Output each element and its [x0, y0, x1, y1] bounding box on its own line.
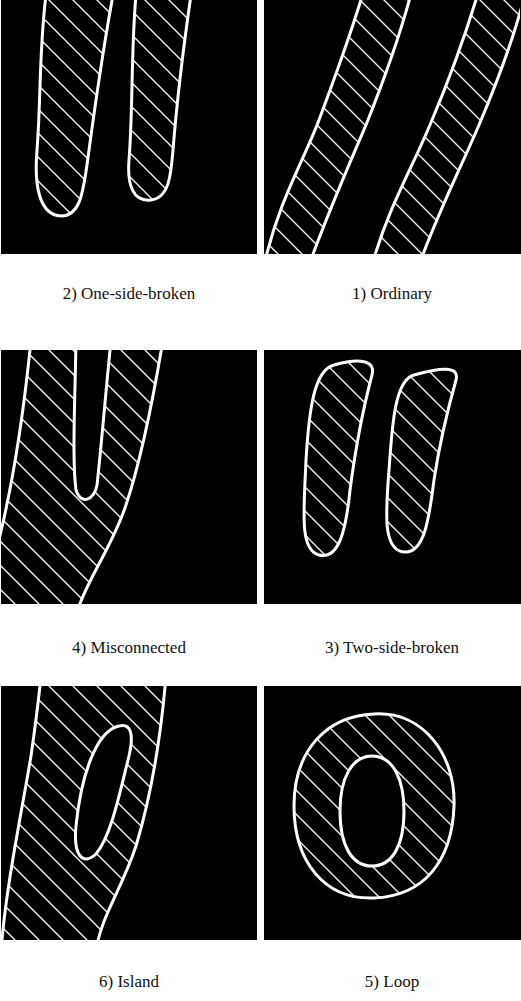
ordinary-panel — [264, 0, 521, 265]
one-side-broken-panel — [1, 0, 257, 254]
panel-caption: 3) Two-side-broken — [325, 638, 459, 658]
island-panel — [1, 676, 257, 951]
two-side-broken-panel — [264, 350, 521, 604]
panel-caption: 2) One-side-broken — [63, 284, 196, 304]
panel-caption: 4) Misconnected — [72, 638, 186, 658]
panel-caption: 1) Ordinary — [352, 284, 432, 304]
misconnected-panel — [0, 340, 257, 615]
loop-panel — [264, 686, 521, 940]
panel-caption: 6) Island — [99, 972, 159, 992]
panel-caption: 5) Loop — [365, 972, 419, 992]
